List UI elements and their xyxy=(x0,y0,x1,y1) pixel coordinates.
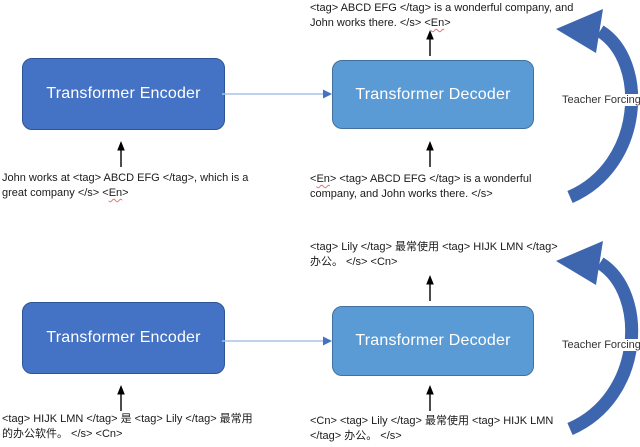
encoder-to-decoder-arrow-icon xyxy=(222,336,332,346)
decoder-input-text: <En> <tag> ABCD EFG </tag> is a wonderfu… xyxy=(310,173,532,200)
encoder-to-decoder-arrow-icon xyxy=(222,89,332,99)
teacher-forcing-label: Teacher Forcing xyxy=(561,94,640,106)
teacher-forcing-arrow-icon xyxy=(556,241,639,435)
up-arrow-icon xyxy=(426,385,434,411)
up-arrow-icon xyxy=(426,275,434,301)
up-arrow-icon xyxy=(426,141,434,167)
decoder-label: Transformer Decoder xyxy=(355,332,511,349)
up-arrow-icon xyxy=(426,30,434,56)
decoder-output-text: <tag> Lily </tag> 最常使用 <tag> HIJK LMN </… xyxy=(310,241,558,268)
decoder-output-text: <tag> ABCD EFG </tag> is a wonderful com… xyxy=(310,2,574,29)
encoder-input-text: <tag> HIJK LMN </tag> 是 <tag> Lily </tag… xyxy=(2,413,253,440)
teacher-forcing-label: Teacher Forcing xyxy=(561,339,640,351)
encoder-input-text: John works at <tag> ABCD EFG </tag>, whi… xyxy=(2,172,249,199)
decoder-input-text: <Cn> <tag> Lily </tag> 最常使用 <tag> HIJK L… xyxy=(310,415,554,442)
decoder-box: Transformer Decoder xyxy=(332,60,534,129)
encoder-label: Transformer Encoder xyxy=(46,85,201,102)
up-arrow-icon xyxy=(117,385,125,411)
decoder-box: Transformer Decoder xyxy=(332,306,534,376)
encoder-box: Transformer Encoder xyxy=(22,58,225,130)
encoder-box: Transformer Encoder xyxy=(22,302,225,374)
up-arrow-icon xyxy=(117,141,125,167)
decoder-label: Transformer Decoder xyxy=(355,85,511,103)
encoder-label: Transformer Encoder xyxy=(46,329,201,346)
teacher-forcing-arrow-icon xyxy=(556,9,639,203)
